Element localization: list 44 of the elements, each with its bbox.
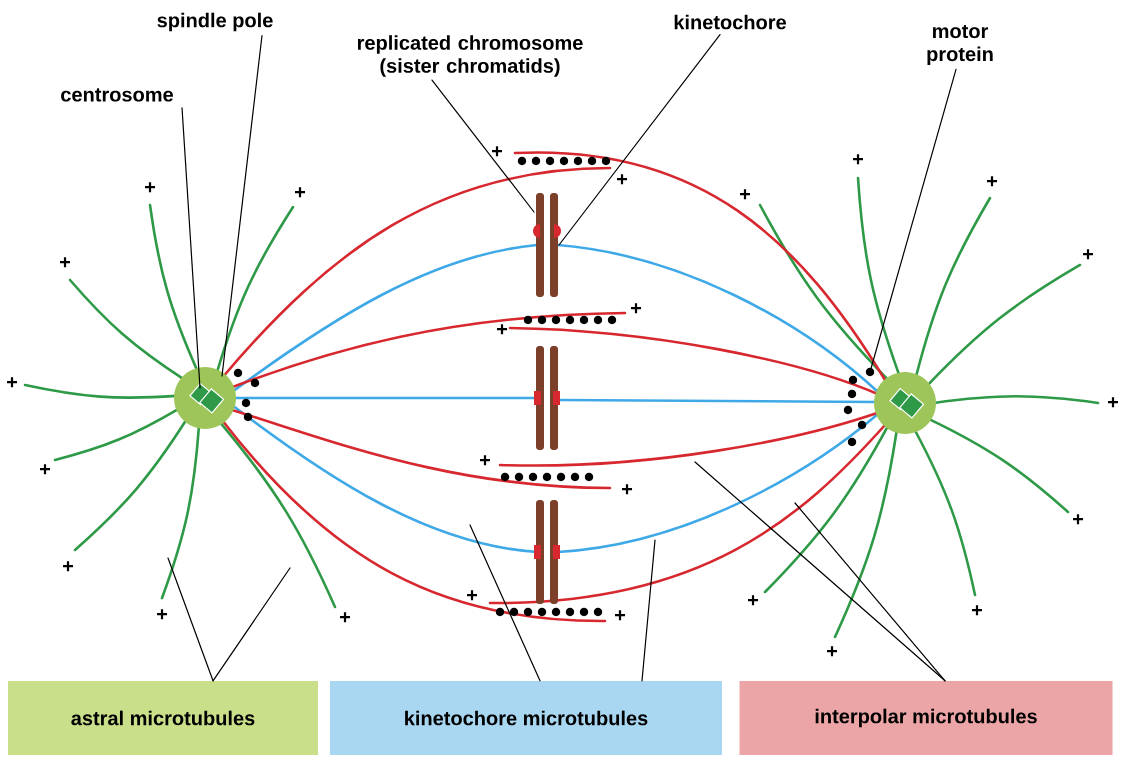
plus-end-sign: + (615, 610, 626, 621)
leader-line (794, 502, 946, 682)
plus-end-sign: + (40, 464, 51, 475)
motor-protein (865, 367, 875, 377)
plus-end-sign: + (467, 590, 478, 601)
plus-end-sign: + (145, 182, 156, 193)
plus-end-sign: + (748, 595, 759, 606)
plus-end-sign: + (972, 605, 983, 616)
plus-end-sign: + (157, 609, 168, 620)
plus-end-sign: + (827, 646, 838, 657)
callout-label: centrosome (61, 88, 173, 102)
leader-line (181, 107, 201, 389)
plus-end-sign: + (492, 146, 503, 157)
legend-box: kinetochore microtubules (330, 681, 722, 755)
plus-end-sign: + (497, 324, 508, 335)
plus-end-sign: + (60, 257, 71, 268)
plus-end-sign: + (617, 174, 628, 185)
leader-line (558, 33, 721, 246)
legend-box: astral microtubules (8, 681, 318, 755)
callout-label: replicated chromosome (sister chromatids) (357, 35, 583, 77)
callout-label: kinetochore (674, 14, 786, 30)
leader-line (221, 34, 263, 377)
callout-label: spindle pole (157, 12, 273, 32)
plus-end-sign: + (740, 189, 751, 200)
plus-end-sign: + (1108, 397, 1119, 408)
plus-end-sign: + (622, 484, 633, 495)
leader-line (641, 539, 656, 682)
plus-end-sign: + (631, 303, 642, 314)
plus-end-sign: + (853, 154, 864, 165)
plus-end-sign: + (480, 455, 491, 466)
leader-line (167, 557, 214, 682)
plus-end-sign: + (987, 176, 998, 187)
legend-box: interpolar microtubules (739, 681, 1113, 755)
plus-end-sign: + (340, 612, 351, 623)
plus-end-sign: + (295, 187, 306, 198)
plus-end-sign: + (7, 377, 18, 388)
plus-end-sign: + (1073, 514, 1084, 525)
leader-line (469, 524, 541, 682)
leader-line (431, 79, 535, 213)
leader-line (870, 68, 957, 369)
plus-end-sign: + (63, 561, 74, 572)
callout-label: motor protein (927, 24, 993, 66)
leader-line (212, 567, 291, 682)
plus-end-sign: + (1083, 249, 1094, 260)
